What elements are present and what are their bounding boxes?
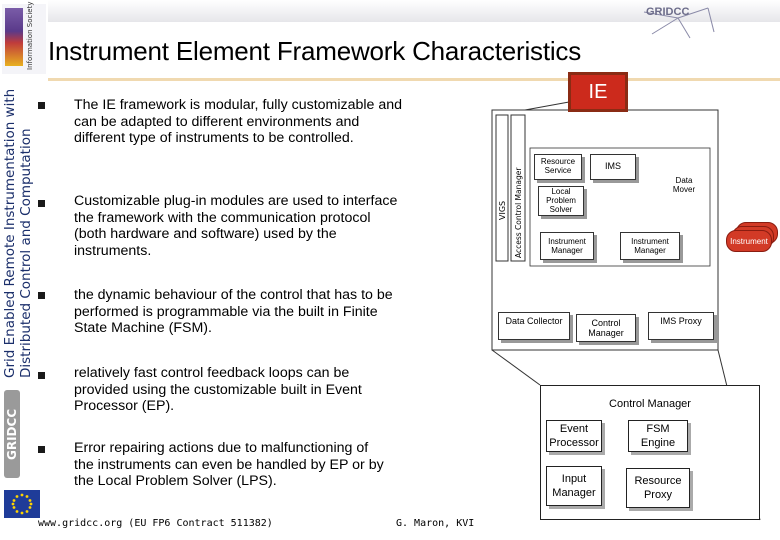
bullet-marker [38,102,45,109]
instrument-manager-box-2: Instrument Manager [620,232,680,260]
bullet-item: the dynamic behaviour of the control tha… [74,287,393,336]
instrument-label: Instrument [726,230,772,252]
grid-network-icon [643,7,715,39]
local-problem-solver-box: Local Problem Solver [538,186,584,216]
ims-proxy-box: IMS Proxy [648,312,714,340]
resource-service-box: Resource Service [534,154,582,180]
eu-stars-icon [11,493,33,515]
cm-title: Control Manager [609,398,691,410]
bullet-item: Error repairing actions due to malfuncti… [74,440,384,489]
bullet-item: relatively fast control feedback loops c… [74,365,362,414]
acm-label: Access Control Manager [514,167,523,258]
event-processor-box: Event Processor [546,420,602,452]
ims-box: IMS [590,154,636,180]
ie-label: IE [571,75,625,109]
input-manager-box: Input Manager [546,466,602,506]
data-mover-label: Data Mover [664,176,704,198]
control-manager-box: Control Manager [576,314,636,342]
bullet-item: The IE framework is modular, fully custo… [74,97,403,146]
bullet-marker [38,446,45,453]
fsm-engine-box: FSM Engine [628,420,688,452]
bullet-item: Customizable plug-in modules are used to… [74,193,398,259]
title-rule [48,78,780,81]
ie-box: IE [568,72,628,112]
top-bar [48,0,780,22]
bullet-marker [38,372,45,379]
instrument-manager-box-1: Instrument Manager [540,232,594,260]
gridcc-side-logo: GRIDCC [4,390,20,478]
eu-flag-icon [4,490,40,518]
page-title: Instrument Element Framework Characteris… [48,36,582,66]
ist-logo: Information Society Technologies [2,0,46,74]
header-logo: GRIDCC [638,4,720,44]
footer-url: www.gridcc.org (EU FP6 Contract 511382) [38,518,273,529]
data-collector-box: Data Collector [498,312,570,340]
vigs-label: VIGS [498,200,507,220]
resource-proxy-box: Resource Proxy [626,468,690,508]
footer-author: G. Maron, KVI [396,518,475,529]
header-logo-text: GRIDCC [646,6,690,18]
bullet-marker [38,200,45,207]
sidebar: Information Society Technologies Grid En… [0,0,48,540]
bullet-marker [38,292,45,299]
